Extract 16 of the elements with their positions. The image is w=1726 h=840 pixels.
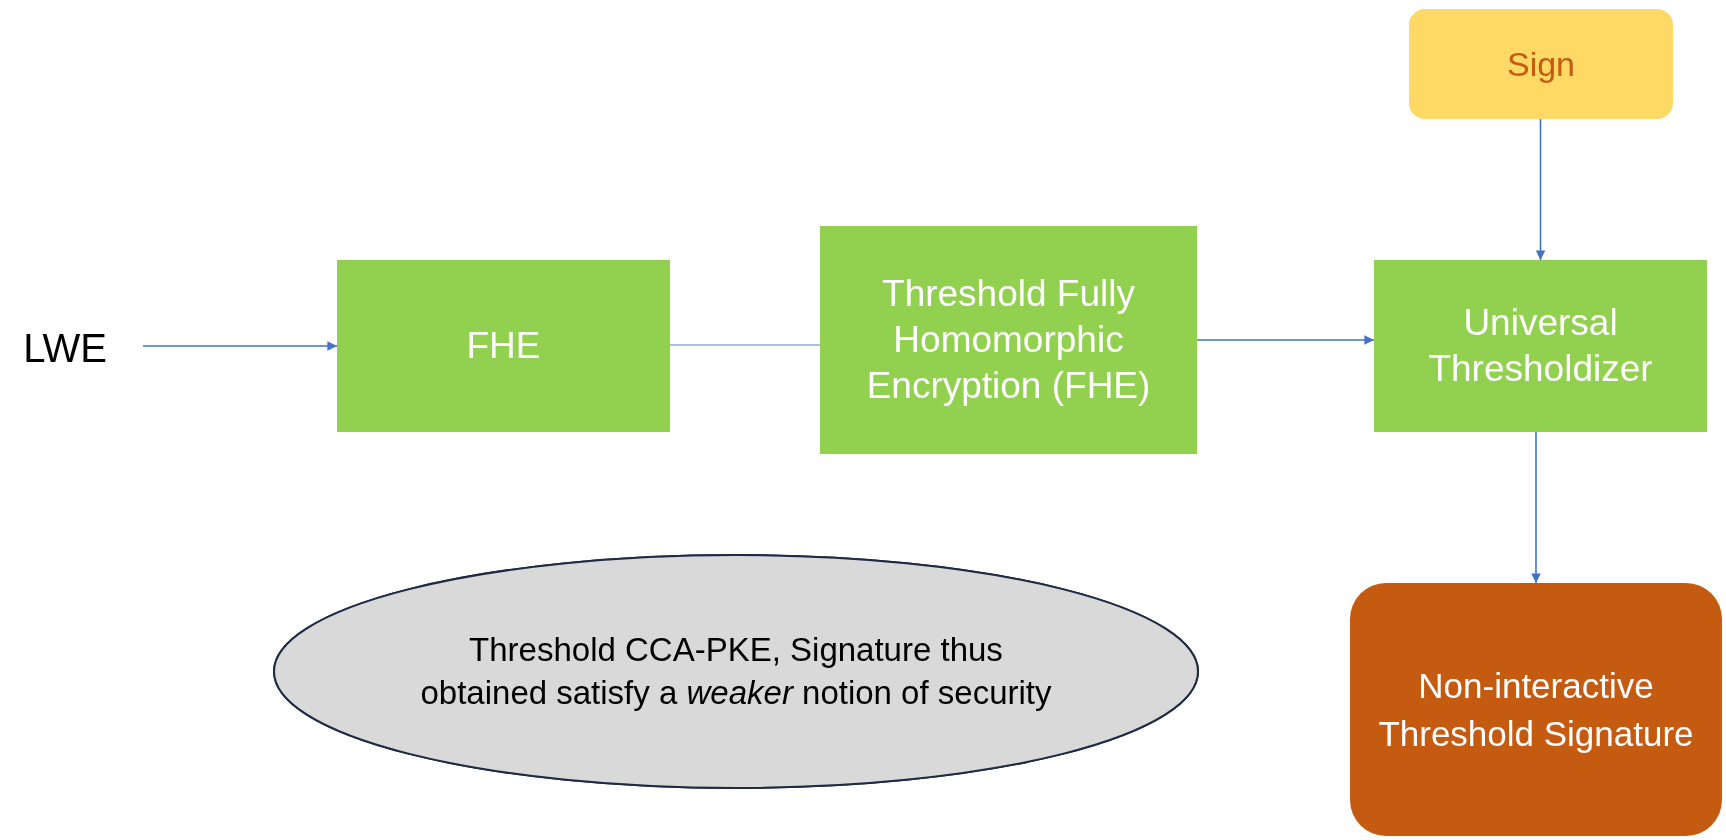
arrow [142, 341, 338, 351]
arrow [1531, 431, 1541, 584]
box-label: Universal Thresholdizer [1427, 300, 1654, 391]
box-label: FHE [466, 323, 541, 368]
note-text: Threshold CCA-PKE, Signature thus obtained satisfy a weaker notion of security [419, 629, 1053, 713]
process-box [337, 260, 670, 432]
box-label: Non-interactive Threshold Signature [1377, 665, 1695, 755]
box-label: Sign [1506, 43, 1576, 85]
process-box [1374, 260, 1707, 432]
box-label: Threshold Fully Homomorphic Encryption (FHE) [865, 271, 1152, 409]
result-box [1350, 583, 1722, 836]
arrow [1535, 118, 1546, 261]
arrow [1196, 335, 1375, 345]
input-box [1409, 9, 1673, 119]
process-box [820, 226, 1197, 454]
box-label: LWE [23, 325, 107, 372]
